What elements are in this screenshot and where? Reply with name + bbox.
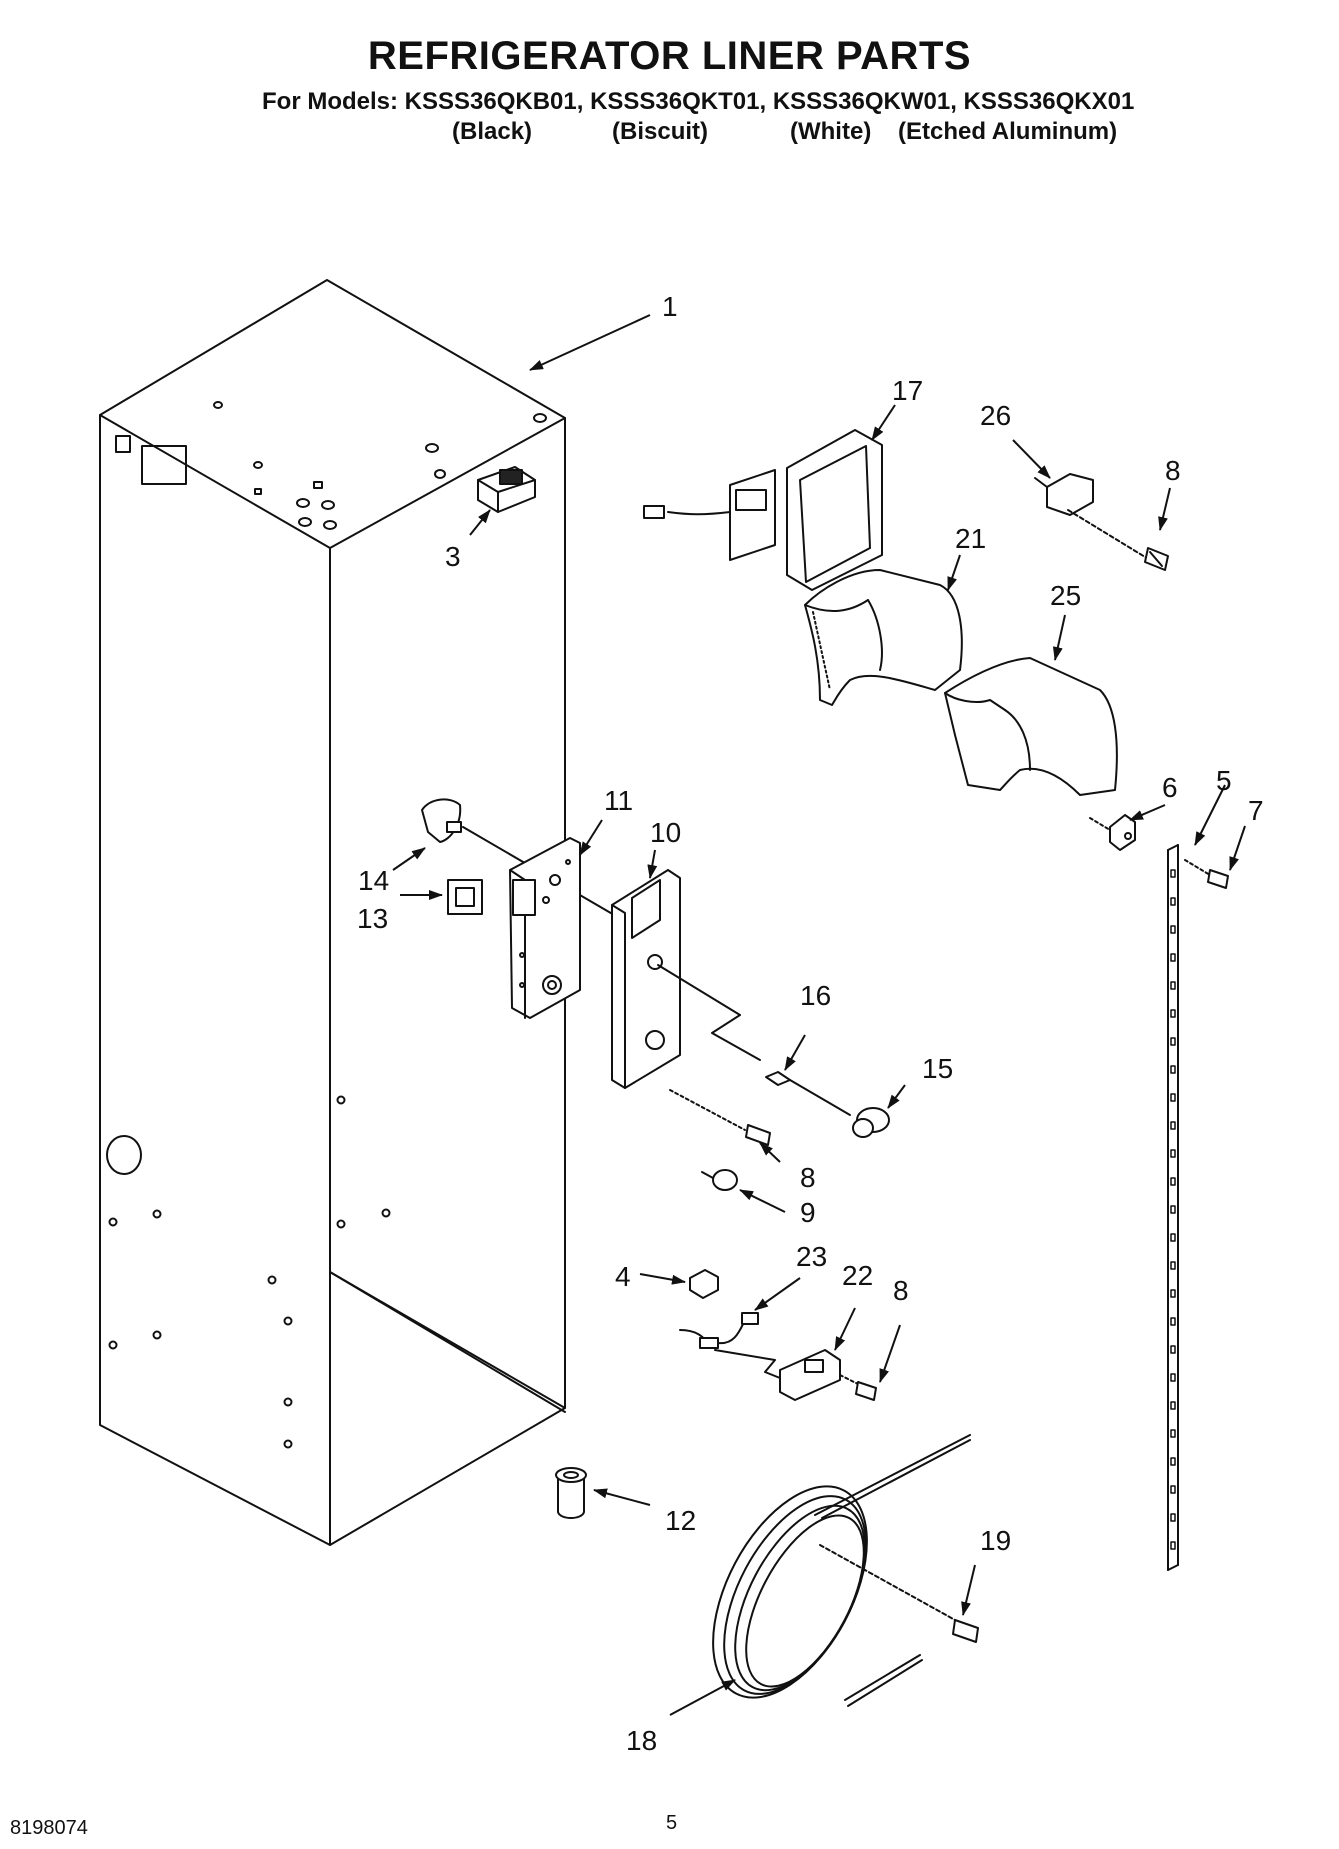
- part-15-lamp-socket: [852, 1107, 890, 1138]
- rail-slot: [1170, 1261, 1176, 1270]
- callout-12: 12: [665, 1505, 696, 1536]
- callout-10: 10: [650, 817, 681, 848]
- part-12-cylinder: [555, 1467, 587, 1519]
- part-14-cap: [421, 798, 641, 931]
- rail-slot: [1170, 953, 1176, 962]
- rail-slot: [1170, 1149, 1176, 1158]
- screw-upper: [1144, 547, 1169, 571]
- liner-cabinet: [99, 279, 566, 1546]
- part-26-clip: [1034, 473, 1151, 561]
- rail-slot: [1170, 1485, 1176, 1494]
- rail-slot: [1170, 1009, 1176, 1018]
- models-line: For Models: KSSS36QKB01, KSSS36QKT01, KS…: [262, 88, 1135, 115]
- rail-slot: [1170, 1373, 1176, 1382]
- rail-slot: [1170, 1093, 1176, 1102]
- part-10-control-housing: [611, 869, 761, 1089]
- callout-15: 15: [922, 1053, 953, 1084]
- rail-slot: [1170, 981, 1176, 990]
- document-number: 8198074: [10, 1817, 88, 1839]
- callout-25: 25: [1050, 580, 1081, 611]
- part-9-plug: [701, 1169, 738, 1191]
- callout-8-middle: 8: [800, 1162, 816, 1193]
- page-number: 5: [666, 1812, 678, 1834]
- part-13-pad: [447, 879, 483, 915]
- rail-slot: [1170, 1513, 1176, 1522]
- callout-8-lower: 8: [893, 1275, 909, 1306]
- part-19-screw: [952, 1619, 979, 1643]
- rail-slot: [1170, 897, 1176, 906]
- callout-13: 13: [357, 903, 388, 934]
- part-25-duct-cover: [944, 657, 1118, 796]
- rail-slot: [1170, 1457, 1176, 1466]
- callout-numbers: 1 3 17 26 8 21 25 11 10 6 5 7 14 13 16 1…: [357, 291, 1264, 1756]
- callout-1: 1: [662, 291, 678, 322]
- rail-slot: [1170, 1177, 1176, 1186]
- part-22-23-switch-harness: [679, 1312, 877, 1401]
- callout-14: 14: [358, 865, 389, 896]
- callout-7: 7: [1248, 795, 1264, 826]
- rail-slot: [1170, 869, 1176, 878]
- part-21-duct-cover: [804, 569, 963, 706]
- callout-17: 17: [892, 375, 923, 406]
- rail-slot: [1170, 1317, 1176, 1326]
- rail-slot: [1170, 925, 1176, 934]
- callout-23: 23: [796, 1241, 827, 1272]
- callout-11: 11: [604, 785, 633, 816]
- variant-white: (White): [790, 118, 872, 145]
- variant-black: (Black): [452, 118, 533, 145]
- callout-26: 26: [980, 400, 1011, 431]
- part-3-bracket: [477, 466, 536, 513]
- screw-middle: [669, 1089, 771, 1146]
- part-16-pad: [765, 1071, 851, 1116]
- rail-slot: [1170, 1401, 1176, 1410]
- rail-slot: [1170, 1065, 1176, 1074]
- callout-19: 19: [980, 1525, 1011, 1556]
- part-7-screw: [1184, 859, 1229, 889]
- variant-biscuit: (Biscuit): [612, 118, 708, 145]
- callout-16: 16: [800, 980, 831, 1011]
- callout-18: 18: [626, 1725, 657, 1756]
- rail-slot: [1170, 1289, 1176, 1298]
- part-6-spacer: [1089, 814, 1136, 851]
- rail-slot: [1170, 1541, 1176, 1550]
- rail-slot: [1170, 1233, 1176, 1242]
- callout-5: 5: [1216, 765, 1232, 796]
- callout-21: 21: [955, 523, 986, 554]
- part-11-bracket-plate: [509, 837, 581, 1019]
- callout-8-upper: 8: [1165, 455, 1181, 486]
- part-5-rail: [1167, 844, 1179, 1571]
- part-18-coiled-tube: [712, 1434, 971, 1707]
- callout-4: 4: [615, 1261, 631, 1292]
- rail-slot: [1170, 1205, 1176, 1214]
- page-title: REFRIGERATOR LINER PARTS: [367, 34, 972, 78]
- rail-slot: [1170, 1345, 1176, 1354]
- callout-9: 9: [800, 1197, 816, 1228]
- variant-etched-aluminum: (Etched Aluminum): [898, 118, 1118, 145]
- callout-3: 3: [445, 541, 461, 572]
- callout-6: 6: [1162, 772, 1178, 803]
- part-4-clip: [689, 1269, 719, 1299]
- rail-slot: [1170, 1121, 1176, 1130]
- rail-slot: [1170, 1429, 1176, 1438]
- part-17-light-housing: [643, 429, 883, 591]
- callout-22: 22: [842, 1260, 873, 1291]
- rail-slot: [1170, 1037, 1176, 1046]
- leader-lines: [392, 314, 1246, 1716]
